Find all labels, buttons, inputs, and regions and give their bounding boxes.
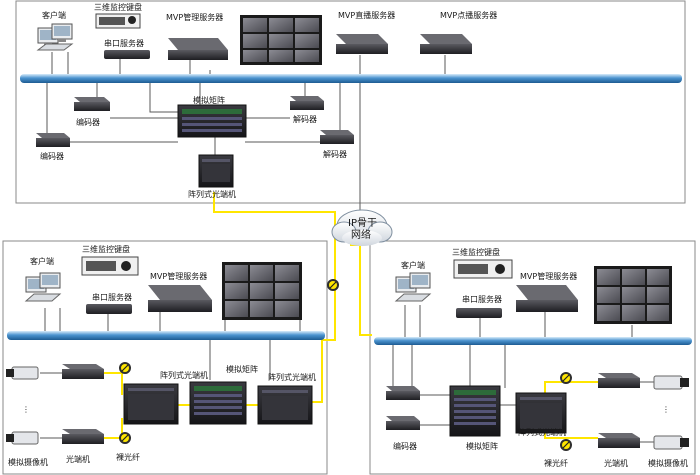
left-optical-array-b xyxy=(257,385,313,425)
top-site-wires xyxy=(46,52,446,215)
top-encoder-2 xyxy=(36,133,70,147)
right-transceiver-label: 光端机 xyxy=(604,458,628,468)
top-decoder-1 xyxy=(290,96,324,110)
right-mgmt-server-front xyxy=(516,300,578,312)
left-client-label: 客户端 xyxy=(30,256,54,266)
right-client-label: 客户端 xyxy=(401,260,425,270)
top-decoder-2-label: 解码器 xyxy=(323,149,347,159)
left-bare-fiber-label: 裸光纤 xyxy=(116,452,140,462)
left-serial-server xyxy=(86,304,132,314)
backbone-line2: 网络 xyxy=(351,228,371,241)
right-client-computers xyxy=(394,272,432,302)
right-transceiver-2 xyxy=(598,433,640,448)
right-optical-label: 阵列式光端机 xyxy=(518,427,566,437)
right-video-wall xyxy=(594,266,672,324)
right-encoder-label: 编码器 xyxy=(393,441,417,451)
left-transceiver-label: 光端机 xyxy=(66,454,90,464)
left-keyboard-label: 三维监控键盘 xyxy=(82,244,130,254)
left-video-wall xyxy=(222,262,302,320)
fiber-node-icon xyxy=(560,372,572,384)
left-mgmt-server-label: MVP管理服务器 xyxy=(150,271,207,281)
fiber-node-icon xyxy=(560,439,572,451)
top-client-computers xyxy=(36,23,74,51)
right-keyboard-label: 三维监控键盘 xyxy=(452,247,500,257)
left-mgmt-server-front xyxy=(148,300,212,312)
top-live-server-label: MVP直播服务器 xyxy=(338,10,395,20)
top-site-frame xyxy=(15,0,686,204)
right-optical-array xyxy=(515,392,567,434)
right-mgmt-server xyxy=(516,285,578,300)
right-encoder-1 xyxy=(386,386,420,400)
right-camera-1-icon xyxy=(653,375,689,390)
fiber-connector-nodes xyxy=(119,279,572,451)
left-serial-server-label: 串口服务器 xyxy=(92,292,132,302)
right-network-bus xyxy=(374,337,692,345)
left-ellipsis: ⋮ xyxy=(22,405,30,414)
top-encoder-1-label: 编码器 xyxy=(76,117,100,127)
top-network-bus xyxy=(20,74,682,83)
left-optical-b-label: 阵列式光端机 xyxy=(268,372,316,382)
right-bare-fiber-label: 裸光纤 xyxy=(544,458,568,468)
left-optical-array-a xyxy=(123,383,179,425)
right-camera-2-icon xyxy=(653,435,689,450)
right-keyboard xyxy=(453,259,513,279)
top-mgmt-server-front xyxy=(168,50,228,60)
top-mgmt-server-label: MVP管理服务器 xyxy=(166,12,223,22)
top-serial-server-label: 串口服务器 xyxy=(104,38,144,48)
left-camera-1-icon xyxy=(6,366,39,380)
top-encoder-2-label: 编码器 xyxy=(40,151,64,161)
left-network-bus xyxy=(7,331,325,340)
top-decoder-1-label: 解码器 xyxy=(293,114,317,124)
top-vod-server-front xyxy=(420,44,472,54)
top-decoder-2 xyxy=(320,130,354,144)
right-serial-server xyxy=(456,308,502,318)
top-keyboard xyxy=(95,13,141,29)
right-transceiver-1 xyxy=(598,373,640,388)
top-live-server xyxy=(336,34,388,44)
left-optical-a-label: 阵列式光端机 xyxy=(160,370,208,380)
top-keyboard-label: 三维监控键盘 xyxy=(94,2,142,12)
top-client-label: 客户端 xyxy=(42,10,66,20)
right-site-wires xyxy=(392,305,654,443)
right-encoder-2 xyxy=(386,416,420,430)
top-analog-matrix xyxy=(177,104,247,138)
top-mgmt-server xyxy=(168,38,228,50)
right-serial-server-label: 串口服务器 xyxy=(462,294,502,304)
right-ellipsis: ⋮ xyxy=(662,405,670,414)
left-mgmt-server xyxy=(148,285,212,300)
ip-backbone-cloud-icon xyxy=(331,209,393,246)
left-site-wires xyxy=(40,308,301,439)
left-transceiver-2 xyxy=(62,429,104,444)
right-matrix-label: 模拟矩阵 xyxy=(466,441,498,451)
top-matrix-label: 模拟矩阵 xyxy=(193,95,225,105)
left-matrix-label: 模拟矩阵 xyxy=(226,364,258,374)
top-video-wall xyxy=(240,15,322,65)
top-optical-label: 阵列式光端机 xyxy=(188,189,236,199)
right-mgmt-server-label: MVP管理服务器 xyxy=(520,271,577,281)
fiber-node-icon xyxy=(119,362,131,374)
top-serial-server xyxy=(104,50,150,59)
right-camera-label: 模拟摄像机 xyxy=(648,458,688,468)
backbone-line1: IP骨干 xyxy=(348,217,377,229)
fiber-node-icon xyxy=(119,432,131,444)
left-analog-matrix xyxy=(189,381,247,425)
left-client-computers xyxy=(24,272,62,302)
top-vod-server-label: MVP点播服务器 xyxy=(440,10,497,20)
left-camera-2-icon xyxy=(6,431,39,445)
left-keyboard xyxy=(81,256,139,276)
left-transceiver-1 xyxy=(62,364,104,379)
top-optical-array xyxy=(198,154,234,188)
top-live-server-front xyxy=(336,44,388,54)
fiber-node-icon xyxy=(327,279,339,291)
left-camera-label: 模拟摄像机 xyxy=(8,457,48,467)
top-encoder-1 xyxy=(74,97,110,111)
top-vod-server xyxy=(420,34,472,44)
right-analog-matrix xyxy=(449,385,501,437)
